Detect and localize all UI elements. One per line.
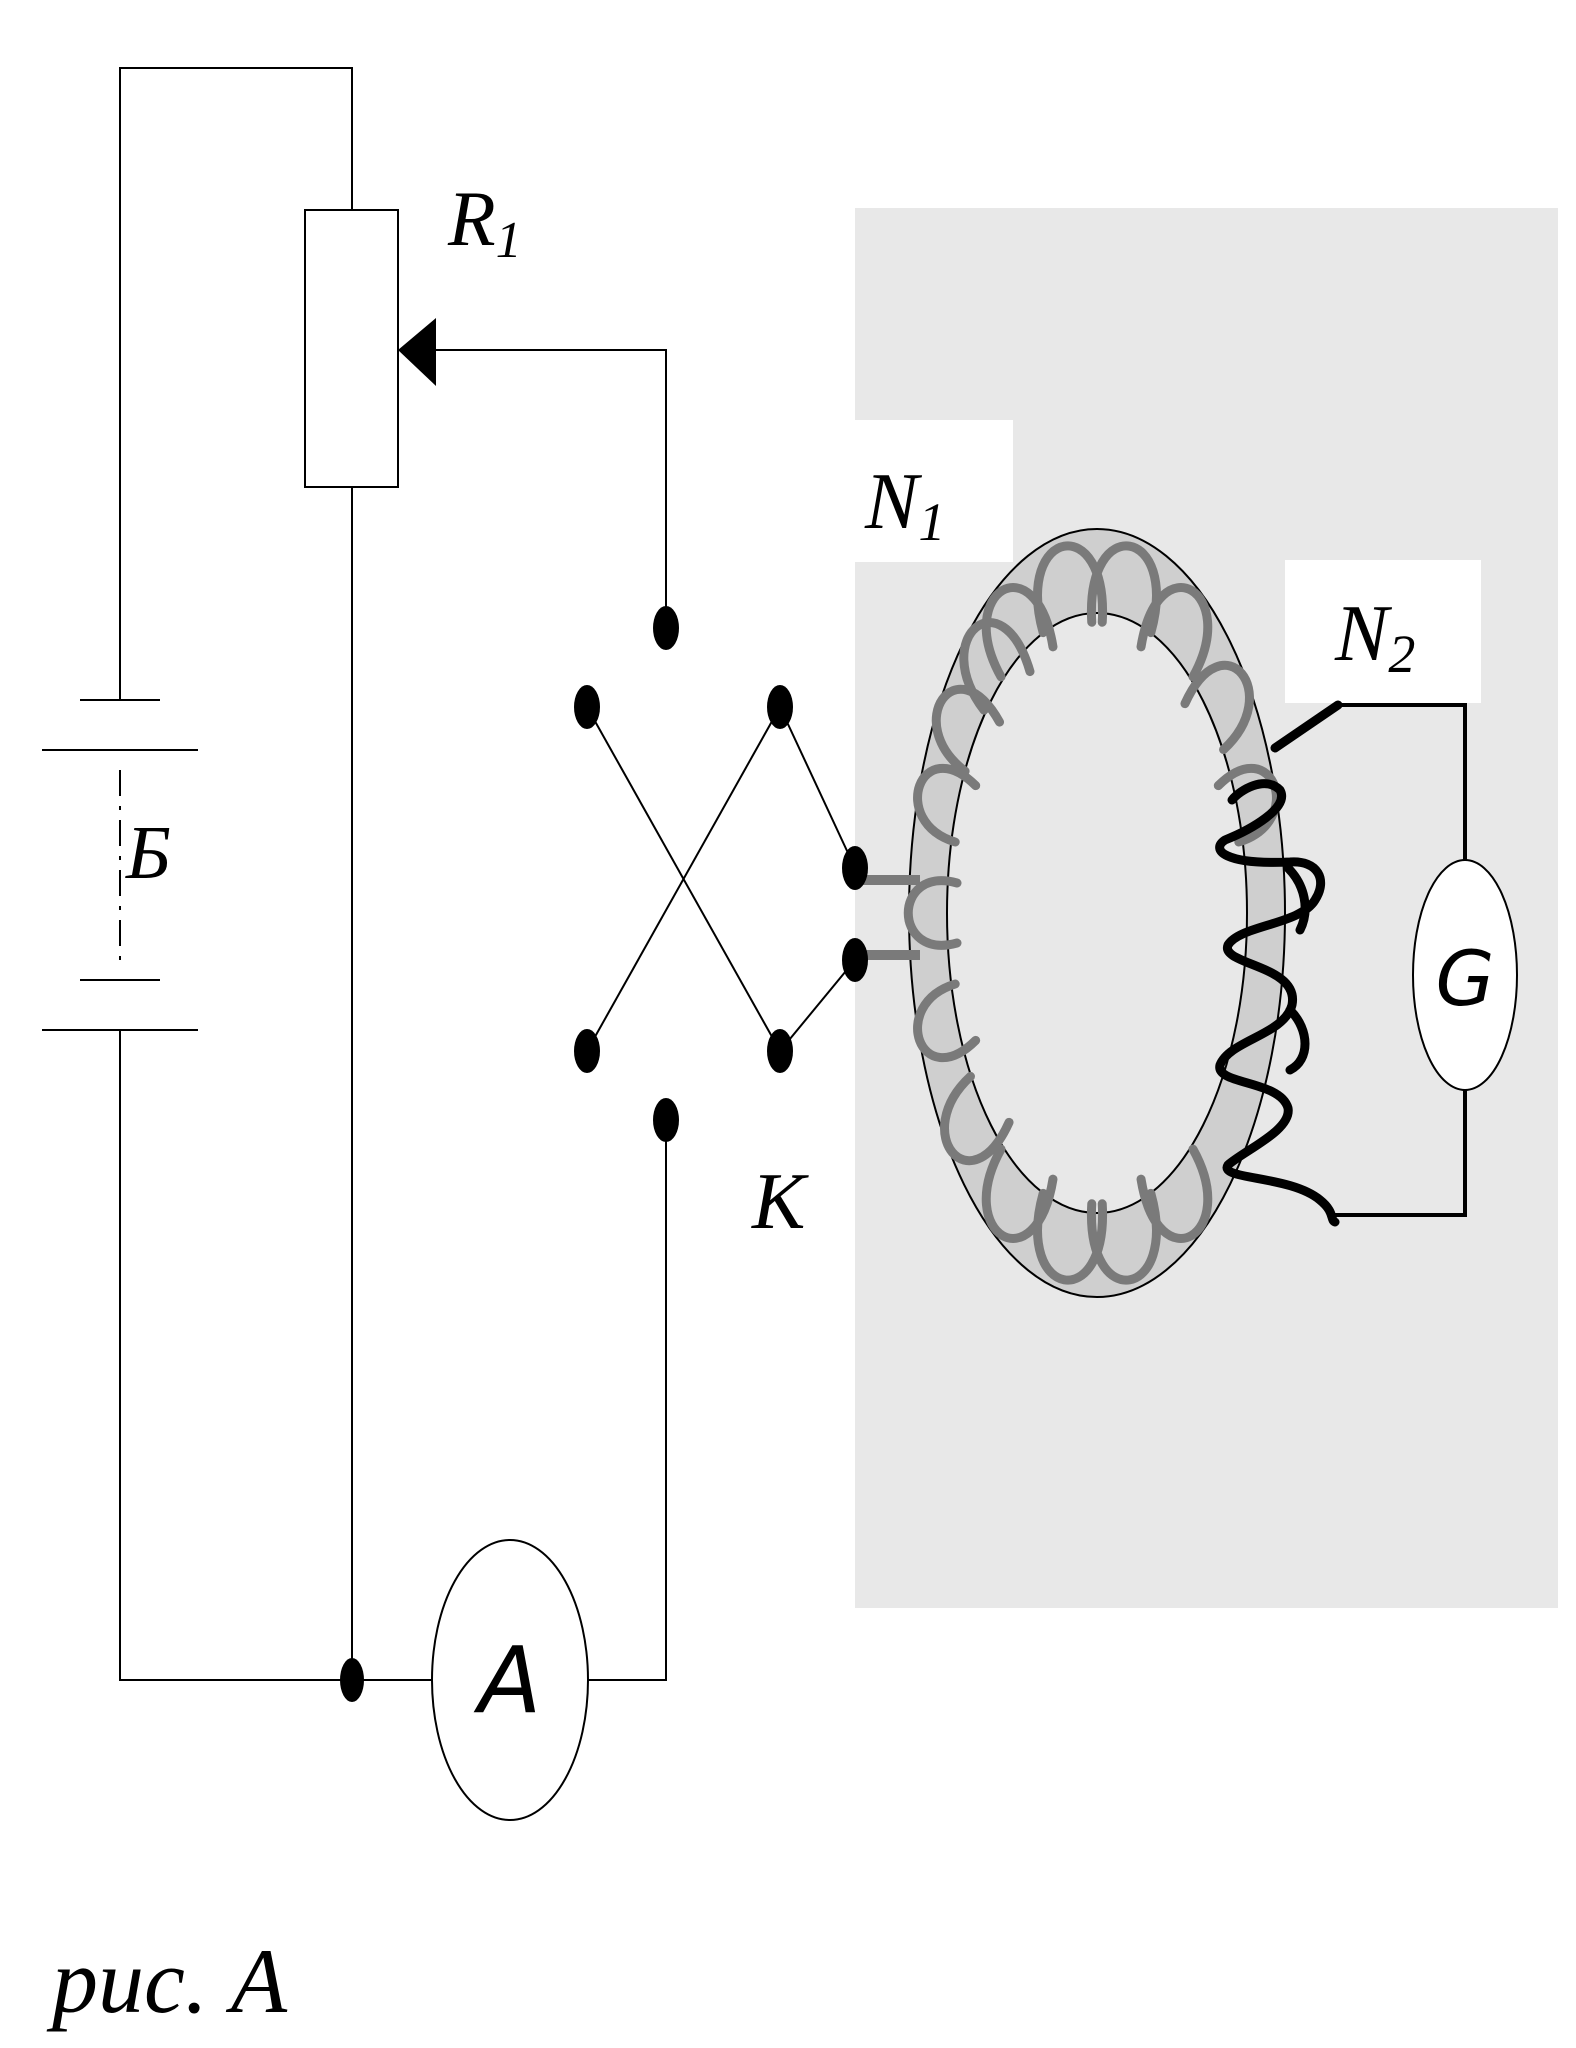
label-n1: N1 <box>864 458 945 552</box>
galvanometer-body <box>1412 859 1518 1091</box>
junction-dot <box>340 1658 364 1702</box>
rheostat-r1: R1 <box>304 175 522 488</box>
label-n2-backing <box>1285 560 1481 703</box>
circuit-wires <box>119 67 667 1681</box>
secondary-coil-n2 <box>1215 700 1467 1227</box>
switch-link-top <box>779 706 856 869</box>
primary-coil-n1 <box>903 541 1281 1285</box>
secondary-winding <box>1215 779 1340 1227</box>
switch-terminal-bottom <box>653 1098 679 1142</box>
label-n1-backing <box>855 420 1013 562</box>
primary-coil-leads <box>842 846 920 982</box>
label-battery: Б <box>125 811 171 895</box>
reversing-switch-k: К <box>574 606 856 1246</box>
primary-coil-turn <box>1136 1144 1213 1243</box>
primary-coil-turn <box>1033 541 1107 638</box>
label-galvanometer: G <box>1436 934 1495 1023</box>
secondary-turn-a <box>1283 863 1310 935</box>
primary-coil-turn <box>1180 661 1254 755</box>
wire-ammeter-to-switch <box>588 1120 667 1681</box>
rheostat-slider-arrow <box>398 318 436 386</box>
primary-coil-turn <box>1033 1188 1107 1285</box>
label-ammeter: A <box>474 1627 542 1734</box>
switch-terminal-upper-left <box>574 685 600 729</box>
primary-coil-turn <box>903 876 962 950</box>
primary-coil-turn <box>931 684 1005 776</box>
secondary-turn-b <box>1285 1005 1310 1075</box>
battery: Б <box>42 699 198 1031</box>
label-n2: N2 <box>1334 590 1415 684</box>
switch-terminal-lower-right <box>767 1029 793 1073</box>
primary-coil-turn <box>913 979 981 1062</box>
wire-bottom-left <box>119 1030 352 1681</box>
secondary-wire-bottom <box>1335 1090 1467 1217</box>
primary-coil-turn <box>1136 583 1213 682</box>
primary-coil-turn <box>959 618 1035 715</box>
ammeter: A <box>431 1539 589 1821</box>
switch-terminal-top <box>653 606 679 650</box>
switch-cross-2 <box>586 706 781 1052</box>
wire-slider-to-switch <box>428 349 667 628</box>
ammeter-body <box>431 1539 589 1821</box>
galvanometer: G <box>1412 859 1518 1091</box>
secondary-wire-top <box>1338 703 1467 860</box>
primary-terminal-top <box>842 846 868 890</box>
label-r1: R1 <box>447 175 522 269</box>
primary-coil-turn <box>940 1071 1014 1165</box>
primary-coil-turn <box>913 764 981 847</box>
figure-caption: рис. А <box>46 1930 288 2032</box>
switch-terminal-lower-left <box>574 1029 600 1073</box>
switch-link-bottom <box>779 959 856 1052</box>
switch-terminal-upper-right <box>767 685 793 729</box>
wire-top-left <box>119 67 353 700</box>
rheostat-body <box>304 209 399 488</box>
primary-terminal-bottom <box>842 938 868 982</box>
secondary-lead-top <box>1270 700 1343 753</box>
label-switch: К <box>751 1158 809 1246</box>
